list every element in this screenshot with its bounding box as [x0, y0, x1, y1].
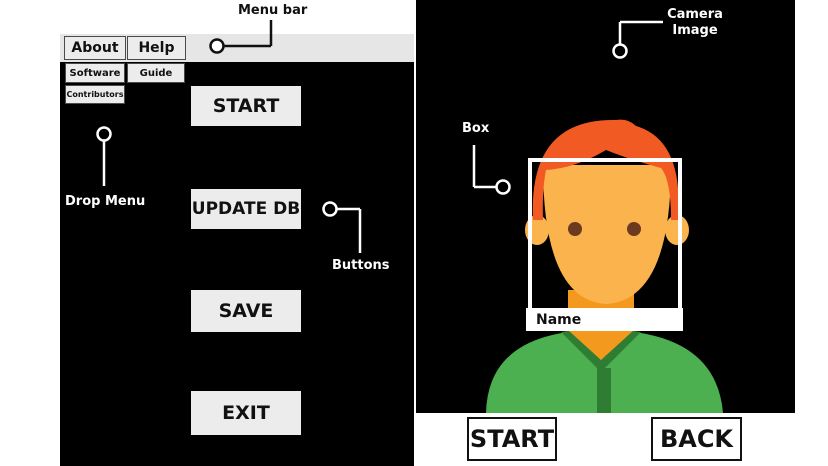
hair: [532, 119, 679, 220]
save-button[interactable]: SAVE: [191, 290, 301, 332]
buttons-annotation: Buttons: [332, 258, 390, 273]
dropdown-item-contributors[interactable]: Contributors: [65, 85, 125, 104]
right-eye: [627, 222, 641, 236]
menu-help[interactable]: Help: [127, 36, 186, 60]
start-button[interactable]: START: [191, 86, 301, 126]
menu-about[interactable]: About: [64, 36, 126, 60]
buttons-marker: [322, 201, 338, 217]
camera-image-annotation: Camera Image: [667, 7, 723, 39]
dropdown-item-software[interactable]: Software: [65, 63, 125, 83]
drop-menu-annotation: Drop Menu: [65, 194, 146, 209]
box-marker: [495, 179, 511, 195]
update-db-button[interactable]: UPDATE DB: [191, 189, 301, 229]
exit-button[interactable]: EXIT: [191, 391, 301, 435]
camera-back-button[interactable]: BACK: [651, 417, 742, 461]
shirt-placket: [597, 368, 611, 413]
shirt-collar-left: [561, 330, 606, 372]
menu-bar-annotation: Menu bar: [238, 3, 308, 18]
shirt-collar-right: [596, 330, 641, 372]
right-ear: [665, 215, 689, 245]
camera-start-button[interactable]: START: [467, 417, 557, 461]
avatar-illustration: [486, 119, 723, 413]
menu-bar-marker: [209, 38, 225, 54]
left-eye: [568, 222, 582, 236]
camera-image-marker: [612, 43, 628, 59]
dropdown-item-guide[interactable]: Guide: [127, 63, 185, 83]
face: [543, 165, 671, 304]
name-label: Name: [526, 308, 683, 331]
drop-menu-marker: [96, 126, 112, 142]
box-annotation: Box: [462, 121, 490, 136]
